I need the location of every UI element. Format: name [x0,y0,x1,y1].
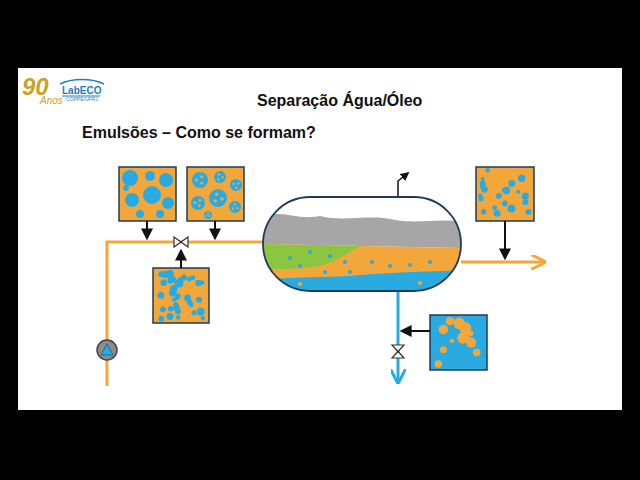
logo-mark [60,80,104,97]
logo-name: LabECO [62,85,101,96]
feed-pipe [107,242,263,386]
logo-years: Anos [40,95,63,106]
slide-subtitle: Emulsões – Como se formam? [82,124,316,142]
emulsion-sample [153,268,209,323]
oil-sample [476,167,534,221]
emulsion-sample [187,167,244,221]
slide [18,68,622,410]
oil-outlet [461,262,543,263]
separator-vessel [263,197,462,292]
water-outlet [392,288,404,381]
water-sample [430,315,487,370]
logo-subtitle: COPPE/UFRJ [66,97,98,103]
gas-vent [398,173,408,197]
valve-symbol [174,237,188,247]
pump-symbol [97,340,117,360]
slide-title: Separação Água/Óleo [257,92,422,110]
emulsion-sample [119,167,176,221]
